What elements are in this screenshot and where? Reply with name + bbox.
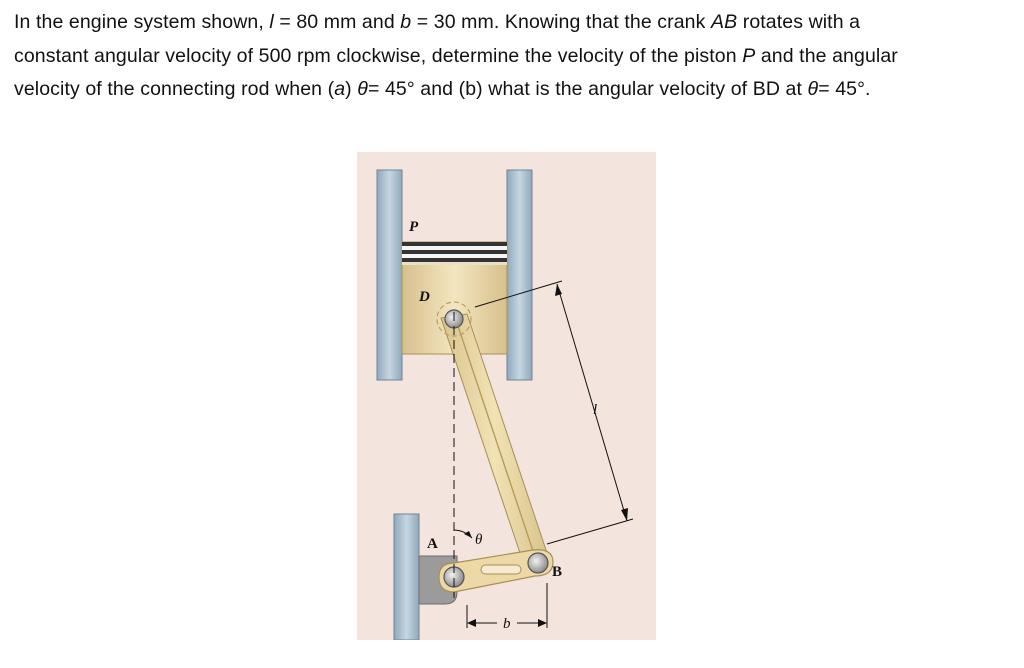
problem-text-segment: l <box>269 11 274 33</box>
dimension-l <box>474 280 634 545</box>
engine-figure: P D A B l b θ <box>357 152 656 640</box>
problem-text-segment: = 80 mm and <box>273 11 401 33</box>
crank-support-wall <box>393 513 420 640</box>
problem-text-segment: = 45° and (b) what is the angular veloci… <box>367 78 808 100</box>
problem-text-segment: = 30 mm. Knowing that the crank <box>411 11 711 33</box>
problem-text-segment: ) <box>345 78 358 100</box>
crank-ab <box>438 549 554 593</box>
problem-text-segment: θ <box>357 78 368 100</box>
problem-text-segment: constant angular velocity of 500 rpm clo… <box>14 44 743 67</box>
problem-text-segment: In the engine system shown, <box>14 11 270 33</box>
angle-theta-marker <box>453 529 473 539</box>
pin-b <box>527 552 549 574</box>
engine-diagram: P D A B l b θ <box>376 169 634 640</box>
label-b-point: B <box>552 564 562 580</box>
cylinder-wall-right <box>506 169 533 381</box>
problem-line-1: In the engine system shown, l = 80 mm an… <box>14 6 1014 40</box>
problem-text-segment: velocity of the connecting rod when ( <box>14 78 335 100</box>
label-p: P <box>409 219 419 235</box>
problem-text-segment: AB <box>711 11 738 33</box>
label-l: l <box>593 402 597 418</box>
problem-text-segment: and the angular <box>755 44 898 67</box>
label-theta: θ <box>475 532 483 548</box>
problem-line-3: velocity of the connecting rod when (a) … <box>14 73 1014 107</box>
label-d: D <box>418 289 430 305</box>
problem-text-segment: rotates with a <box>737 11 861 33</box>
problem-text-segment: = 45°. <box>818 78 871 100</box>
problem-line-2: constant angular velocity of 500 rpm clo… <box>14 40 1014 74</box>
problem-text-segment: a <box>334 78 346 100</box>
problem-text-segment: P <box>742 44 756 67</box>
problem-statement: In the engine system shown, l = 80 mm an… <box>14 6 1014 107</box>
problem-text-segment: b <box>400 11 412 33</box>
dimension-b <box>466 583 548 628</box>
problem-text-segment: θ <box>807 78 819 100</box>
label-a: A <box>427 536 438 552</box>
connecting-rod <box>436 301 548 563</box>
label-b-dim: b <box>503 616 511 632</box>
cylinder-wall-left <box>376 169 403 381</box>
